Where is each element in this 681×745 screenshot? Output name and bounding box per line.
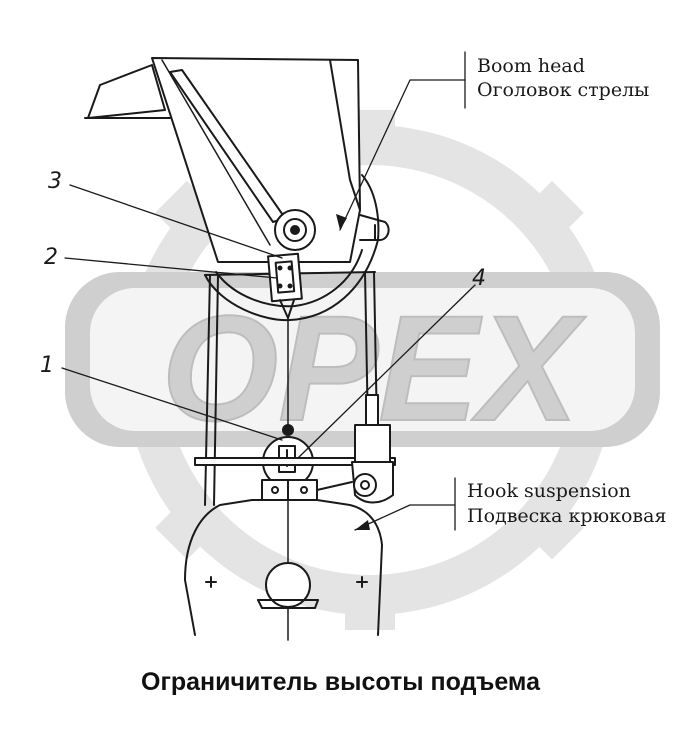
hook-suspension <box>184 499 383 641</box>
caption: Ограничитель высоты подъема <box>141 668 540 696</box>
hook-clamp <box>261 479 353 501</box>
leader-4 <box>297 284 476 459</box>
leader-3 <box>69 184 283 259</box>
callout-4: 4 <box>472 266 486 291</box>
left-bracket <box>87 64 166 119</box>
leader-2 <box>64 257 278 279</box>
callout-numbers: 3 2 1 4 <box>40 169 486 378</box>
hook-label-ru: Подвеска крюковая <box>467 505 666 527</box>
callout-1: 1 <box>40 353 54 378</box>
watermark: OPEX <box>65 110 660 630</box>
cylinder <box>351 394 394 504</box>
crossbar <box>194 457 396 466</box>
leader-lines <box>61 51 476 531</box>
labels: Boom head Оголовок стрелы Hook suspensio… <box>467 55 666 527</box>
leader-1 <box>61 367 283 441</box>
leader-boom-head <box>339 79 466 231</box>
hook-label-en: Hook suspension <box>467 480 631 502</box>
boom-head-label-en: Boom head <box>477 55 585 77</box>
boom-head <box>151 57 390 322</box>
callout-3: 3 <box>48 169 62 194</box>
boom-head-label-ru: Оголовок стрелы <box>477 79 649 101</box>
callout-2: 2 <box>44 245 58 270</box>
leader-hook <box>354 504 456 531</box>
